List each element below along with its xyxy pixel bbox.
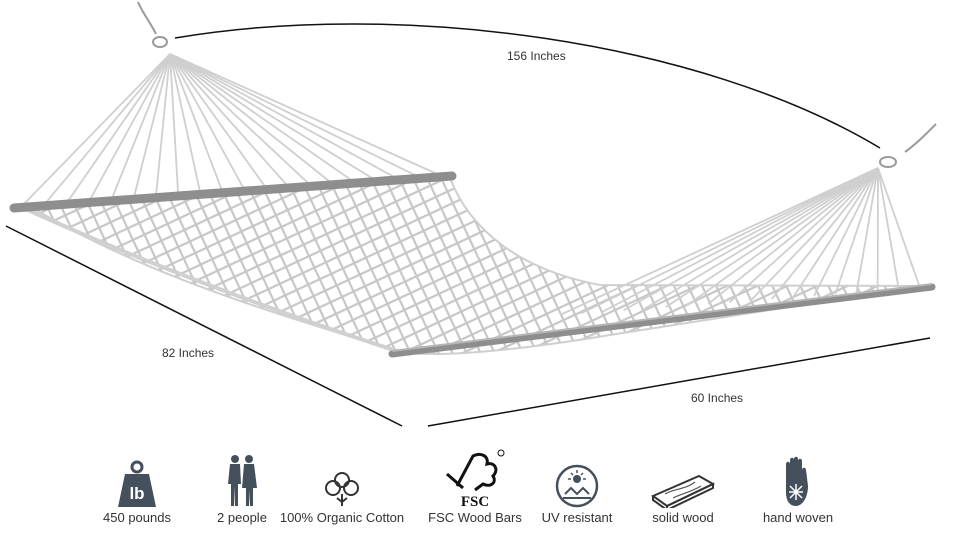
cotton-icon xyxy=(325,472,359,506)
feature-people: 2 people xyxy=(172,448,312,525)
people-icon xyxy=(228,455,257,506)
suspension-string xyxy=(169,53,313,188)
suspension-string xyxy=(707,167,879,305)
suspension-string xyxy=(169,53,224,194)
diagonal-dimension-line xyxy=(5,225,403,427)
feature-wood: solid wood xyxy=(613,448,753,525)
suspension-string xyxy=(813,167,879,297)
fsc-logo-text: FSC xyxy=(461,494,489,508)
hammock-net xyxy=(24,176,926,355)
suspension-string xyxy=(43,53,171,206)
feature-label: UV resistant xyxy=(541,510,613,525)
suspension-string xyxy=(169,53,447,179)
suspension-string xyxy=(169,53,291,189)
suspension-string xyxy=(749,167,879,302)
suspension-string xyxy=(834,167,879,295)
suspension-string xyxy=(169,53,402,182)
feature-strip: lb 450 pounds 2 people xyxy=(0,448,970,545)
feature-label: 2 people xyxy=(217,510,267,525)
width-label: 60 Inches xyxy=(691,391,744,405)
suspension-string xyxy=(771,167,879,300)
hand-icon xyxy=(786,456,808,506)
weight-icon: lb xyxy=(118,460,156,507)
suspension-string xyxy=(623,167,879,312)
feature-handwoven: hand woven xyxy=(728,448,868,525)
feature-fsc: FSC FSC Wood Bars xyxy=(405,448,545,525)
feature-label: solid wood xyxy=(652,510,714,525)
sun-icon xyxy=(555,464,599,508)
suspension-string xyxy=(169,53,202,195)
suspension-string xyxy=(169,53,335,187)
suspension-string xyxy=(580,167,879,315)
right-spreader-bar xyxy=(388,283,936,358)
hammock-drawing xyxy=(5,1,937,427)
left-spreader-bar xyxy=(9,171,457,213)
feature-weight: lb 450 pounds xyxy=(67,448,207,525)
fsc-logo-icon: FSC xyxy=(446,449,505,508)
width-dimension-line xyxy=(427,337,931,427)
feature-cotton: 100% Organic Cotton xyxy=(272,448,412,525)
hammock-illustration: 156 Inches 82 Inches 60 Inches xyxy=(5,1,937,427)
left-chain xyxy=(137,1,168,48)
suspension-string xyxy=(601,167,879,313)
right-strings xyxy=(559,167,921,316)
suspension-string xyxy=(154,53,171,198)
suspension-string xyxy=(110,53,171,201)
suspension-string xyxy=(132,53,171,199)
suspension-string xyxy=(877,167,900,290)
wood-plank-icon xyxy=(651,474,715,508)
suspension-string xyxy=(559,167,879,316)
left-strings xyxy=(21,53,447,207)
suspension-string xyxy=(686,167,879,307)
feature-label: FSC Wood Bars xyxy=(428,510,522,525)
suspension-string xyxy=(169,53,425,181)
suspension-string xyxy=(169,53,380,184)
feature-label: 100% Organic Cotton xyxy=(279,510,405,525)
suspension-string xyxy=(21,53,171,207)
feature-label: hand woven xyxy=(762,510,834,525)
length-label: 156 Inches xyxy=(507,49,566,63)
suspension-string xyxy=(169,53,180,196)
suspension-string xyxy=(665,167,879,308)
suspension-string xyxy=(644,167,879,310)
suspension-string xyxy=(169,53,246,192)
suspension-string xyxy=(169,53,269,191)
suspension-string xyxy=(877,167,921,289)
suspension-string xyxy=(792,167,879,299)
suspension-string xyxy=(88,53,171,203)
suspension-string xyxy=(169,53,358,185)
right-chain xyxy=(879,123,937,168)
suspension-string xyxy=(728,167,879,303)
suspension-string xyxy=(855,167,879,293)
suspension-string xyxy=(65,53,171,204)
feature-label: 450 pounds xyxy=(103,510,171,525)
diagonal-label: 82 Inches xyxy=(162,346,215,360)
feature-uv: UV resistant xyxy=(507,448,647,525)
length-dimension-line xyxy=(174,23,881,149)
weight-badge: lb xyxy=(129,484,144,503)
